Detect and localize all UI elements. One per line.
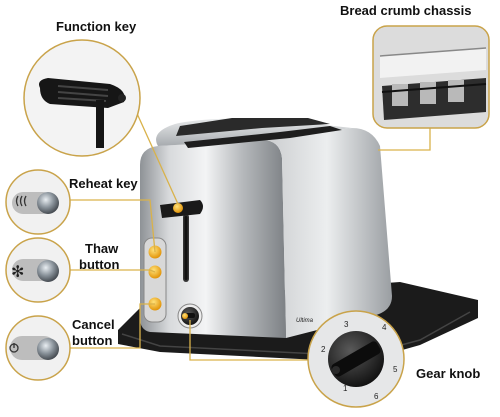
gear-knob-zoom[interactable]: 1 2 3 4 5 6: [307, 310, 405, 408]
bread-crumb-chassis-label: Bread crumb chassis: [340, 3, 472, 18]
knob-number: 4: [382, 323, 387, 332]
snowflake-icon: ✻: [11, 262, 24, 281]
cancel-button-label-line1: Cancel: [72, 317, 115, 332]
thaw-button-label-line1: Thaw: [85, 241, 119, 256]
function-key-label: Function key: [56, 19, 137, 34]
knob-number: 6: [374, 392, 379, 401]
thaw-zoom: ✻: [5, 237, 71, 303]
brand-logo: Ultima: [296, 318, 314, 324]
cancel-button-label-line2: button: [72, 333, 113, 348]
reheat-zoom: [5, 169, 71, 235]
cancel-zoom: [5, 315, 71, 381]
knob-number: 1: [343, 384, 348, 393]
knob-number: 5: [393, 365, 398, 374]
steam-icon: [15, 195, 27, 207]
gear-knob-label: Gear knob: [416, 366, 481, 381]
reheat-key-label: Reheat key: [69, 176, 138, 191]
knob-number: 3: [344, 320, 349, 329]
function-indicator-dot: [173, 203, 183, 213]
toaster-body: Ultima: [118, 118, 478, 362]
thaw-button-label-line2: button: [79, 257, 120, 272]
function-key-zoom: [23, 39, 141, 157]
crumb-tray-zoom: [372, 25, 490, 129]
toaster-controls: [143, 200, 203, 329]
knob-number: 2: [321, 345, 326, 354]
